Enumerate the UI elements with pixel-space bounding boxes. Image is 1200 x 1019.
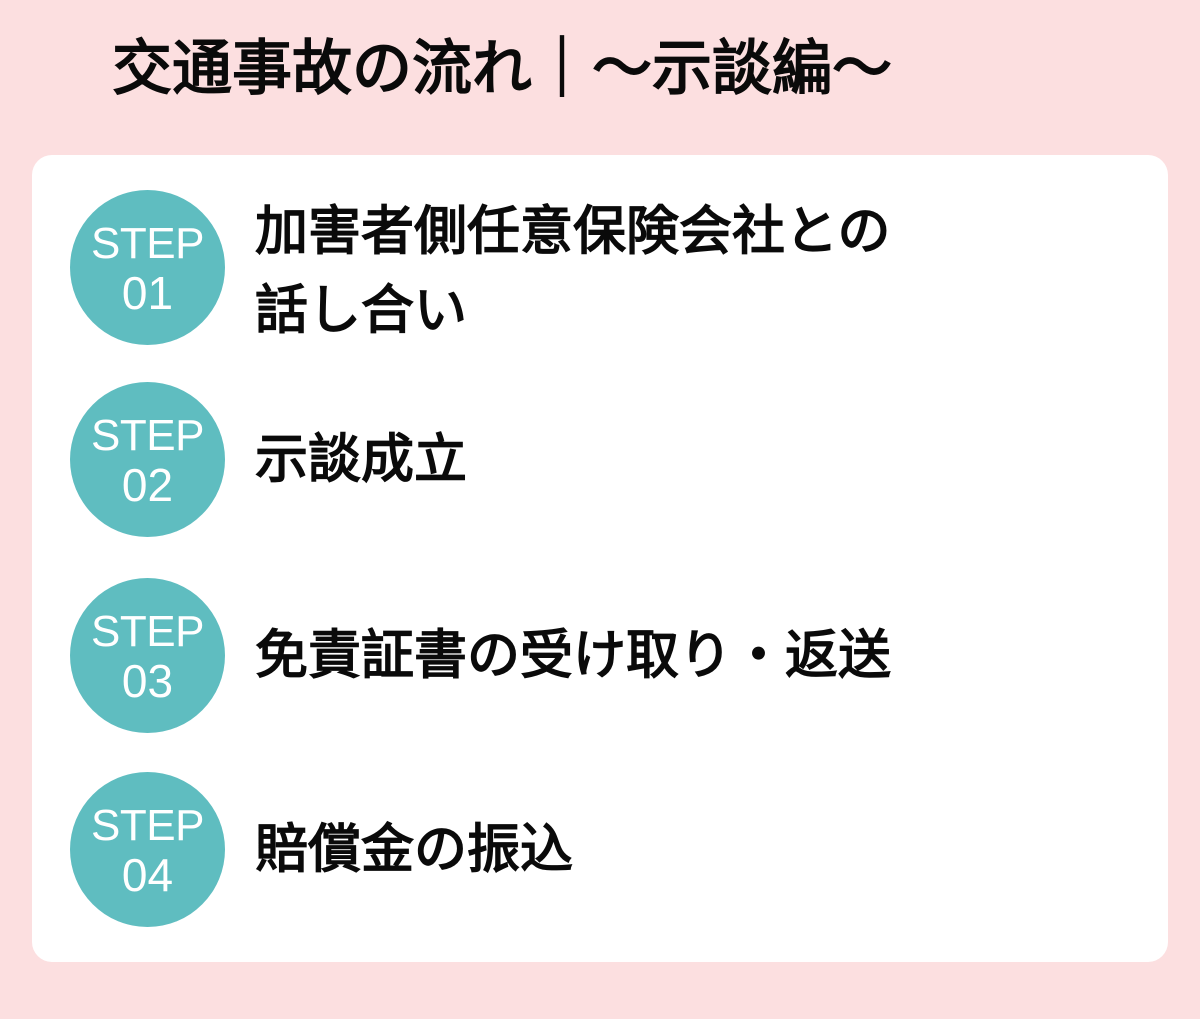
page-title: 交通事故の流れ｜〜示談編〜	[112, 35, 892, 102]
step-badge-01: STEP 01	[70, 190, 225, 345]
step-row: STEP 02 示談成立	[70, 382, 1130, 537]
step-label: 免責証書の受け取り・返送	[255, 626, 891, 685]
step-row: STEP 03 免責証書の受け取り・返送	[70, 578, 1130, 733]
step-badge-word: STEP	[91, 410, 204, 460]
step-badge-number: 04	[121, 848, 174, 901]
step-row: STEP 01 加害者側任意保険会社との 話し合い	[70, 190, 1130, 345]
step-label: 示談成立	[255, 430, 467, 489]
step-label: 賠償金の振込	[255, 820, 573, 879]
step-text-01: 加害者側任意保険会社との 話し合い	[255, 190, 1125, 345]
steps-card: STEP 01 加害者側任意保険会社との 話し合い STEP 02 示談成立 S…	[32, 155, 1168, 962]
step-row: STEP 04 賠償金の振込	[70, 772, 1130, 927]
step-badge-word: STEP	[91, 606, 204, 656]
step-text-04: 賠償金の振込	[255, 772, 1125, 927]
step-badge-number: 03	[121, 654, 174, 707]
step-badge-number: 01	[121, 266, 174, 319]
step-badge-04: STEP 04	[70, 772, 225, 927]
step-text-03: 免責証書の受け取り・返送	[255, 578, 1125, 733]
step-badge-02: STEP 02	[70, 382, 225, 537]
step-badge-word: STEP	[91, 800, 204, 850]
step-badge-03: STEP 03	[70, 578, 225, 733]
step-badge-number: 02	[121, 458, 174, 511]
step-badge-word: STEP	[91, 218, 204, 268]
step-label: 加害者側任意保険会社との 話し合い	[255, 202, 891, 340]
step-text-02: 示談成立	[255, 382, 1125, 537]
